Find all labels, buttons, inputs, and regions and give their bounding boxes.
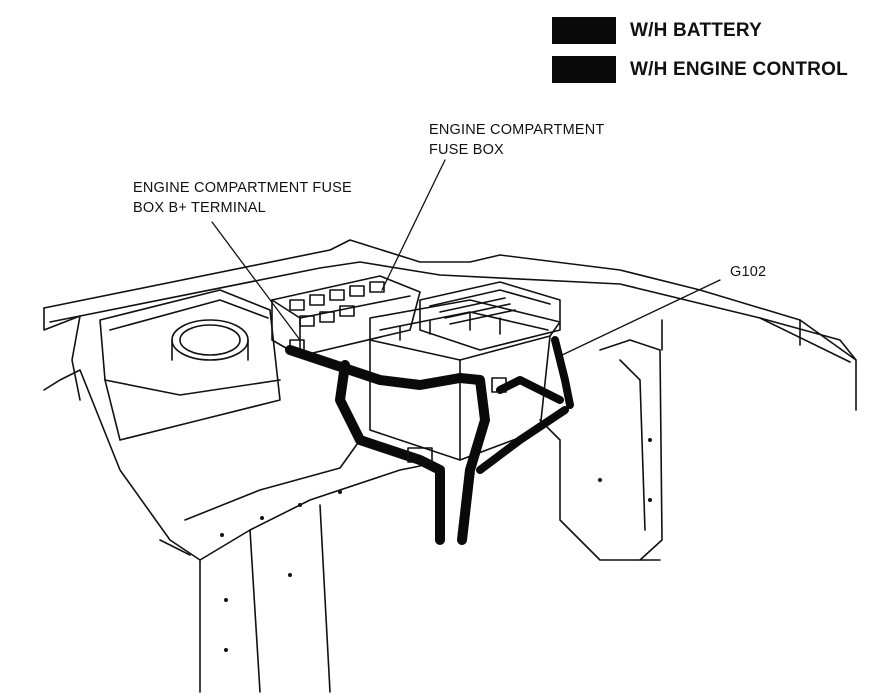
callout-fuse-box-line2: FUSE BOX — [429, 142, 504, 158]
legend-swatch-battery — [552, 17, 616, 44]
callout-fuse-box-line1: ENGINE COMPARTMENT — [429, 122, 605, 138]
callout-b-terminal: ENGINE COMPARTMENT FUSE BOX B+ TERMINAL — [133, 178, 352, 218]
battery-harness — [285, 345, 490, 545]
harness-clamp — [407, 377, 507, 463]
legend-swatch-engine-control — [552, 56, 616, 83]
engine-control-harness — [476, 336, 574, 474]
body-outline — [43, 239, 857, 693]
legend-label-engine-control: W/H ENGINE CONTROL — [630, 58, 848, 80]
callout-g102-label: G102 — [730, 264, 767, 280]
callout-g102: G102 — [730, 262, 766, 282]
air-cleaner-housing — [99, 289, 281, 441]
callout-leaders — [211, 159, 721, 357]
callout-b-terminal-line2: BOX B+ TERMINAL — [133, 200, 266, 216]
callout-fuse-box: ENGINE COMPARTMENT FUSE BOX — [429, 120, 604, 160]
legend-item-battery: W/H BATTERY — [552, 17, 762, 44]
legend-label-battery: W/H BATTERY — [630, 19, 763, 41]
fuse-box — [271, 275, 421, 357]
legend-item-engine-control: W/H ENGINE CONTROL — [552, 56, 848, 83]
callout-b-terminal-line1: ENGINE COMPARTMENT FUSE — [133, 180, 352, 196]
